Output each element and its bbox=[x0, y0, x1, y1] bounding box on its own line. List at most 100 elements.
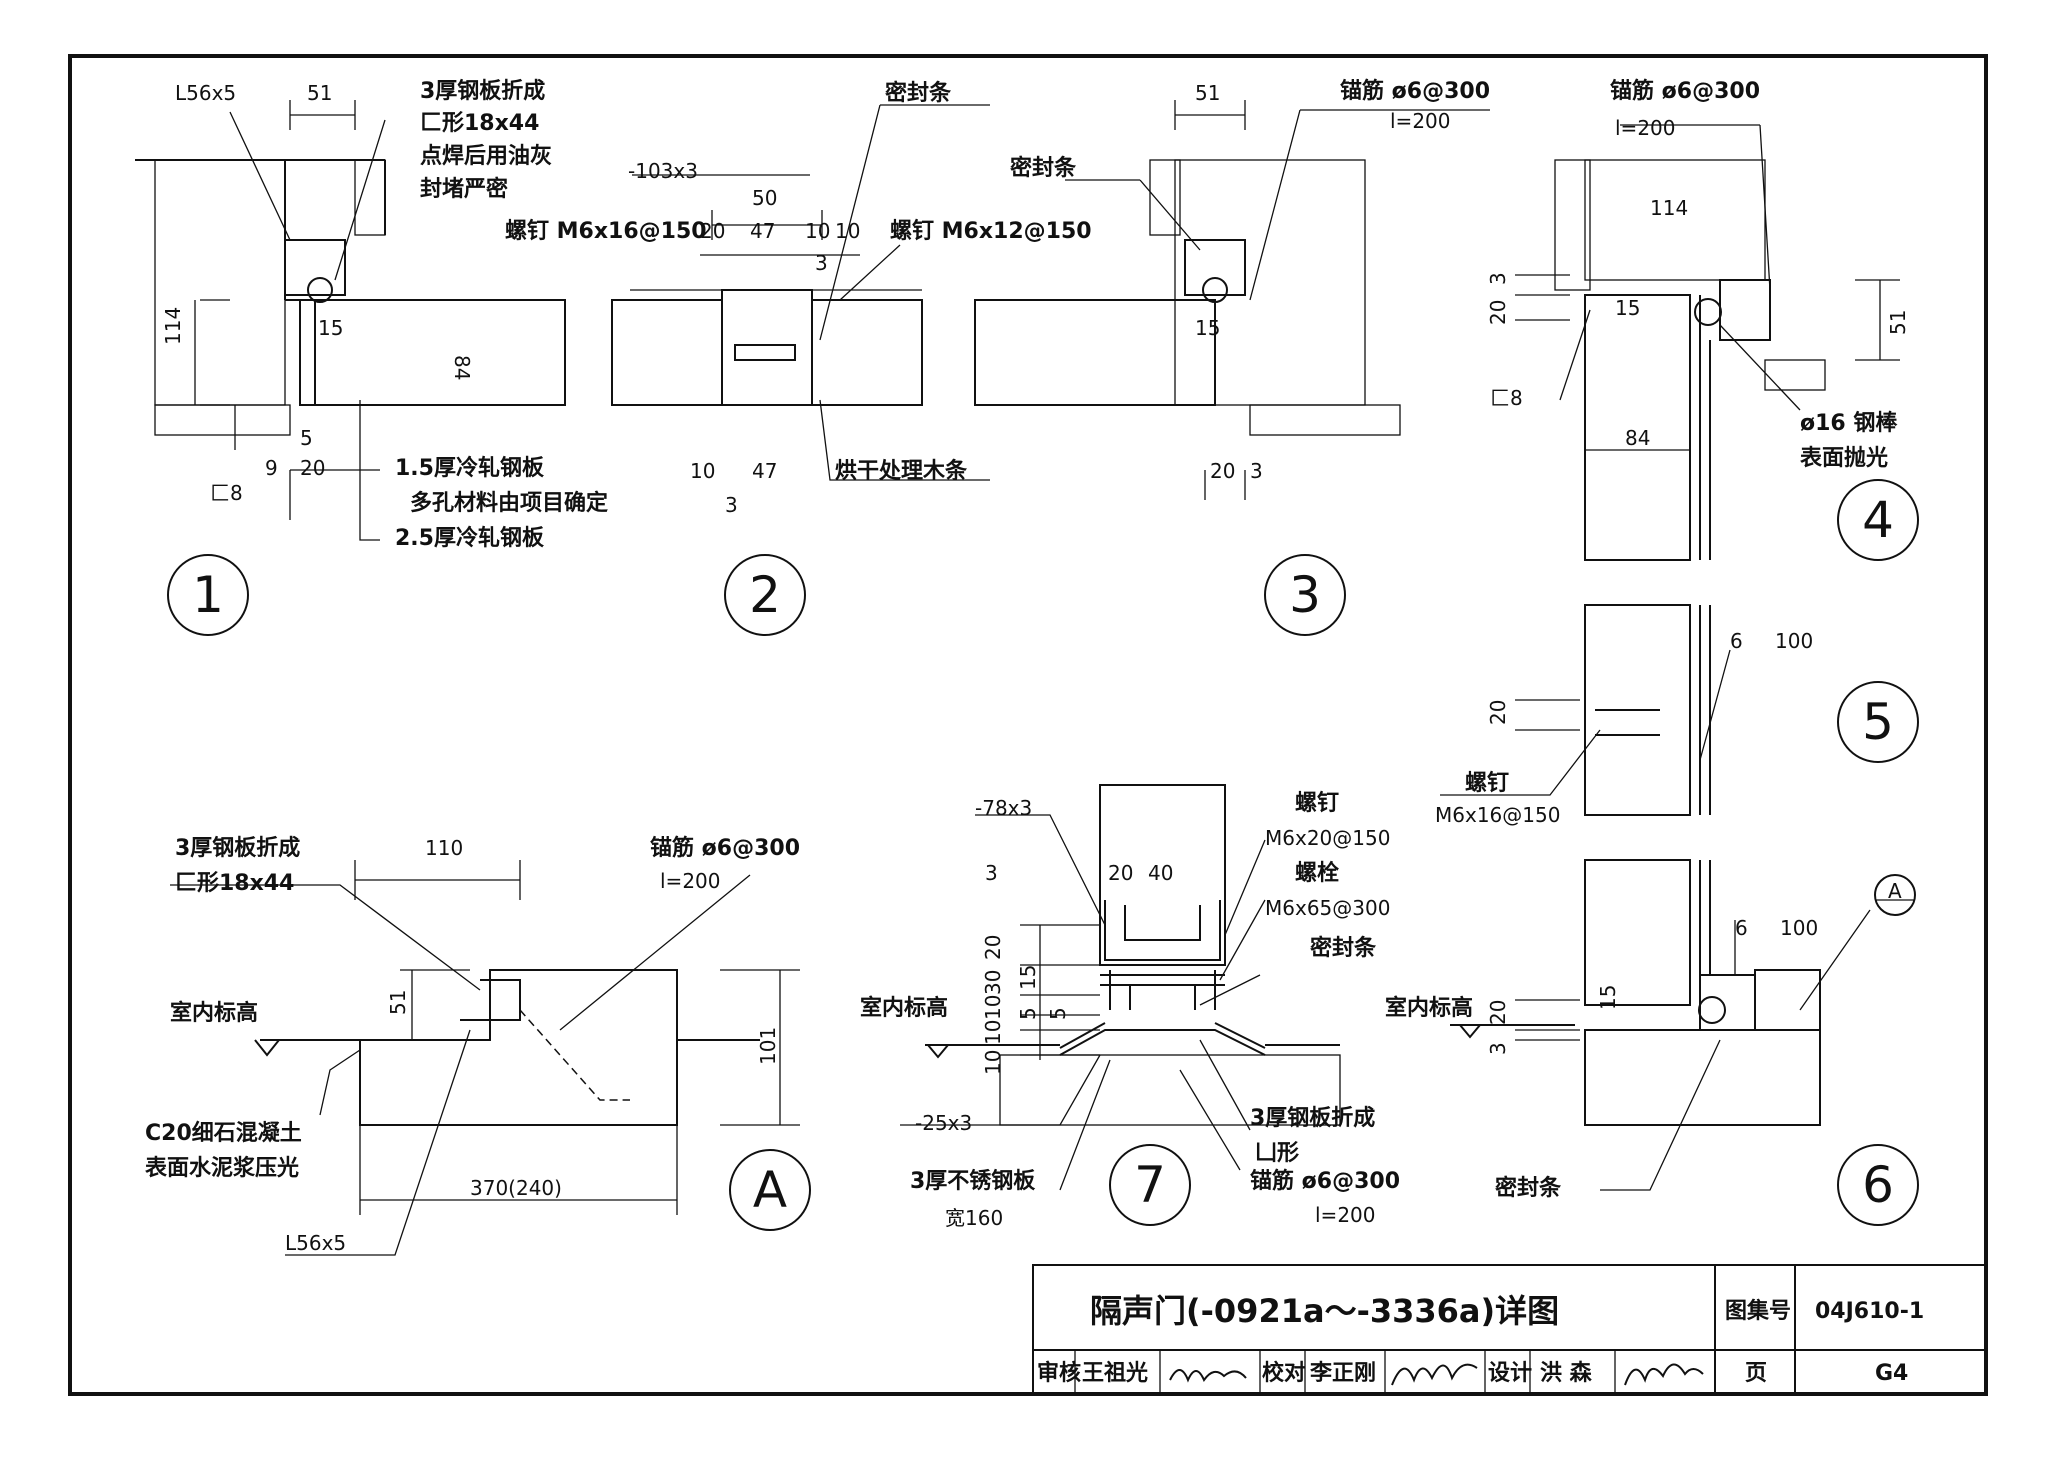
detail-3: 51 锚筋 ø6@300 l=200 密封条 15 20 3 3 bbox=[974, 78, 1490, 636]
detail-marker bbox=[1837, 1144, 1919, 1226]
dim-84: 84 bbox=[1625, 426, 1650, 450]
dim-line bbox=[1174, 100, 1246, 500]
seal-label: 密封条 bbox=[1010, 155, 1077, 181]
wall-edge bbox=[135, 159, 386, 405]
seal-label: 密封条 bbox=[1310, 935, 1377, 961]
detail-marker bbox=[729, 1149, 811, 1231]
dim-width: 51 bbox=[1195, 81, 1220, 105]
page-label: 页 bbox=[1745, 1361, 1767, 1386]
anchor-label: 锚筋 ø6@300 bbox=[650, 835, 800, 861]
dim-110: 110 bbox=[425, 836, 463, 860]
dim-line bbox=[630, 174, 922, 291]
detail-6: A 6 100 室内标高 20 3 15 密封条 6 bbox=[1385, 859, 1919, 1226]
dim-370: 370(240) bbox=[470, 1176, 562, 1200]
dim-15: 15 bbox=[1195, 316, 1220, 340]
material-label: 1.5厚冷轧钢板 bbox=[395, 455, 545, 481]
note: 匚形18x44 bbox=[420, 111, 539, 136]
leader bbox=[229, 111, 386, 541]
dim-10: 10 bbox=[690, 459, 715, 483]
dim-15: 15 bbox=[1596, 985, 1620, 1010]
review-label: 审核 bbox=[1037, 1360, 1081, 1386]
plaster bbox=[154, 404, 291, 436]
dim-3: 3 bbox=[1250, 459, 1263, 483]
dim-line bbox=[1515, 274, 1900, 451]
door-panel bbox=[1584, 294, 1691, 561]
screw-label: 螺钉 M6x16@150 bbox=[505, 218, 707, 244]
dim-100: 100 bbox=[1775, 629, 1813, 653]
concrete-label: 表面水泥浆压光 bbox=[145, 1155, 299, 1181]
detail-2: -103x3 50 密封条 螺钉 M6x16@150 螺钉 M6x12@150 … bbox=[505, 80, 1092, 636]
page-number: G4 bbox=[1875, 1361, 1908, 1386]
atlas-number: 04J610-1 bbox=[1815, 1299, 1924, 1324]
drawing-title: 隔声门(-0921a～-3336a)详图 bbox=[1090, 1292, 1559, 1330]
detail-marker bbox=[1837, 681, 1919, 763]
screw-label: M6x20@150 bbox=[1265, 826, 1390, 850]
dim-15: 15 bbox=[318, 316, 343, 340]
reviewer-name: 王祖光 bbox=[1082, 1361, 1148, 1386]
detail-marker bbox=[1837, 479, 1919, 561]
designer-signature bbox=[1624, 1363, 1704, 1386]
concrete-floor bbox=[1584, 1029, 1821, 1126]
checker-signature bbox=[1391, 1363, 1478, 1386]
plaster bbox=[1764, 359, 1826, 391]
detail-marker bbox=[724, 554, 806, 636]
dim-114: 114 bbox=[1650, 196, 1688, 220]
fold-label: 凵形 bbox=[1255, 1141, 1299, 1166]
angle-label: L56x5 bbox=[285, 1231, 346, 1255]
door-panel-left bbox=[611, 299, 723, 406]
detail-marker bbox=[1109, 1144, 1191, 1226]
screw-label: 螺钉 bbox=[1465, 770, 1509, 796]
dim-101: 101 bbox=[756, 1027, 780, 1065]
seal-label: 密封条 bbox=[1495, 1175, 1562, 1201]
dim-3: 3 bbox=[985, 861, 998, 885]
plate-label: -25x3 bbox=[915, 1111, 972, 1135]
screw-label: 螺钉 bbox=[1295, 790, 1339, 816]
dim-30: 30 bbox=[981, 970, 1005, 995]
floor-label: 室内标高 bbox=[1385, 995, 1473, 1021]
panel-edge bbox=[1699, 295, 1711, 560]
wall-hatch bbox=[1584, 159, 1766, 281]
dim-15: 15 bbox=[1016, 965, 1040, 990]
dim-20: 20 bbox=[700, 219, 725, 243]
anchor-length: l=200 bbox=[660, 869, 721, 893]
leader bbox=[900, 814, 1266, 1191]
leader bbox=[1559, 124, 1801, 411]
note: 3厚钢板折成 bbox=[420, 78, 545, 104]
atlas-label: 图集号 bbox=[1725, 1298, 1791, 1324]
leader bbox=[819, 104, 990, 481]
channel-steel bbox=[1104, 900, 1221, 961]
detail-4: 锚筋 ø6@300 l=200 114 20 3 15 51 匚8 84 ø16… bbox=[1486, 78, 1919, 561]
seal-strip bbox=[734, 344, 796, 361]
dim-20: 20 bbox=[1108, 861, 1133, 885]
section-marker bbox=[1874, 874, 1916, 916]
dim-10: 10 bbox=[981, 995, 1005, 1020]
dim-9: 9 bbox=[265, 456, 278, 480]
screw-label: 螺钉 M6x12@150 bbox=[890, 218, 1092, 244]
detail-number: A bbox=[753, 1161, 787, 1219]
door-panel bbox=[974, 299, 1216, 406]
detail-number: 6 bbox=[1862, 1156, 1894, 1214]
dim-width: 51 bbox=[307, 81, 332, 105]
seal-box bbox=[1719, 279, 1771, 341]
leader bbox=[1440, 649, 1731, 796]
dim-line bbox=[1020, 924, 1100, 1060]
plaster bbox=[1149, 159, 1181, 236]
dim-line bbox=[1515, 999, 1580, 1041]
dim-20: 20 bbox=[300, 456, 325, 480]
door-panel bbox=[1099, 784, 1226, 966]
wall-hatch bbox=[154, 159, 286, 406]
plate-label: -103x3 bbox=[628, 159, 698, 183]
detail-number: 1 bbox=[192, 566, 224, 624]
dim-50: 50 bbox=[752, 186, 777, 210]
dim-84: 84 bbox=[450, 355, 474, 380]
note: 匚形18x44 bbox=[175, 871, 294, 896]
detail-number: 7 bbox=[1134, 1156, 1166, 1214]
dim-47: 47 bbox=[752, 459, 777, 483]
dim-3: 3 bbox=[1486, 272, 1510, 285]
dim-100: 100 bbox=[1780, 916, 1818, 940]
anchor-label: 锚筋 ø6@300 bbox=[1610, 78, 1760, 104]
dim-line bbox=[194, 100, 356, 406]
note: 封堵严密 bbox=[420, 176, 508, 202]
detail-number: 2 bbox=[749, 566, 781, 624]
